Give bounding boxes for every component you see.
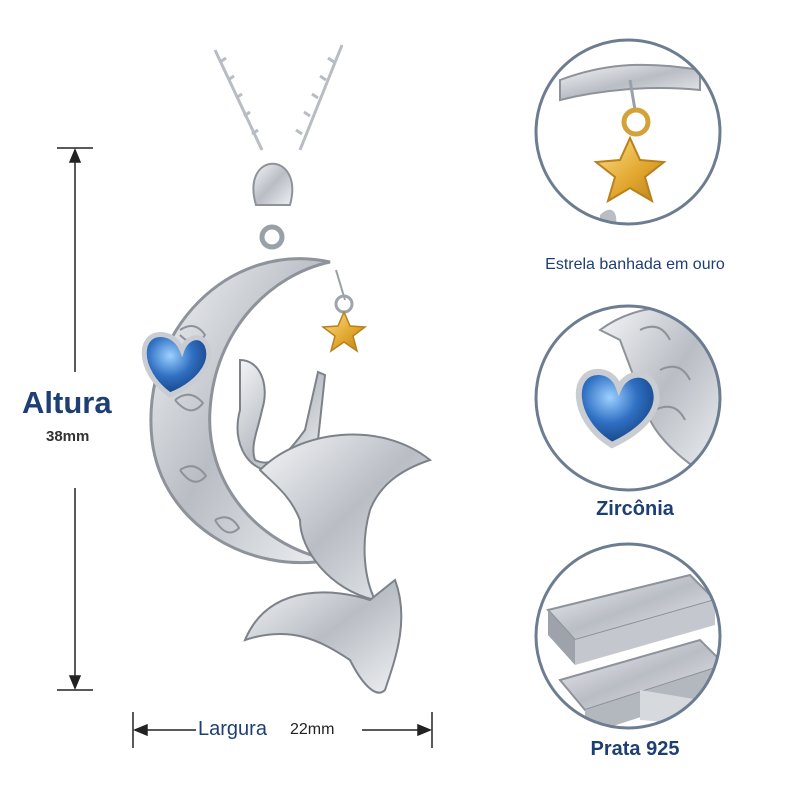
heart-gem [141,332,212,398]
detail-circle-zircon [534,304,722,492]
bail-ring [259,224,285,250]
width-value: 22mm [290,721,335,738]
width-label: Largura [198,718,267,740]
caption-zircon: Zircônia [596,498,674,520]
detail-circle-silver [534,542,722,730]
pendant-bail [252,162,294,206]
crescent-moon [149,257,331,565]
detail-circle-star [534,38,722,226]
height-dimension-line [57,147,93,691]
gold-star [320,310,368,353]
caption-silver: Prata 925 [590,738,680,760]
width-dimension-line [132,712,433,748]
height-label: Altura [22,385,112,420]
mermaid-figure [236,358,433,694]
chain [213,44,344,151]
caption-gold-star: Estrela banhada em ouro [545,256,725,273]
height-value: 38mm [46,428,90,445]
